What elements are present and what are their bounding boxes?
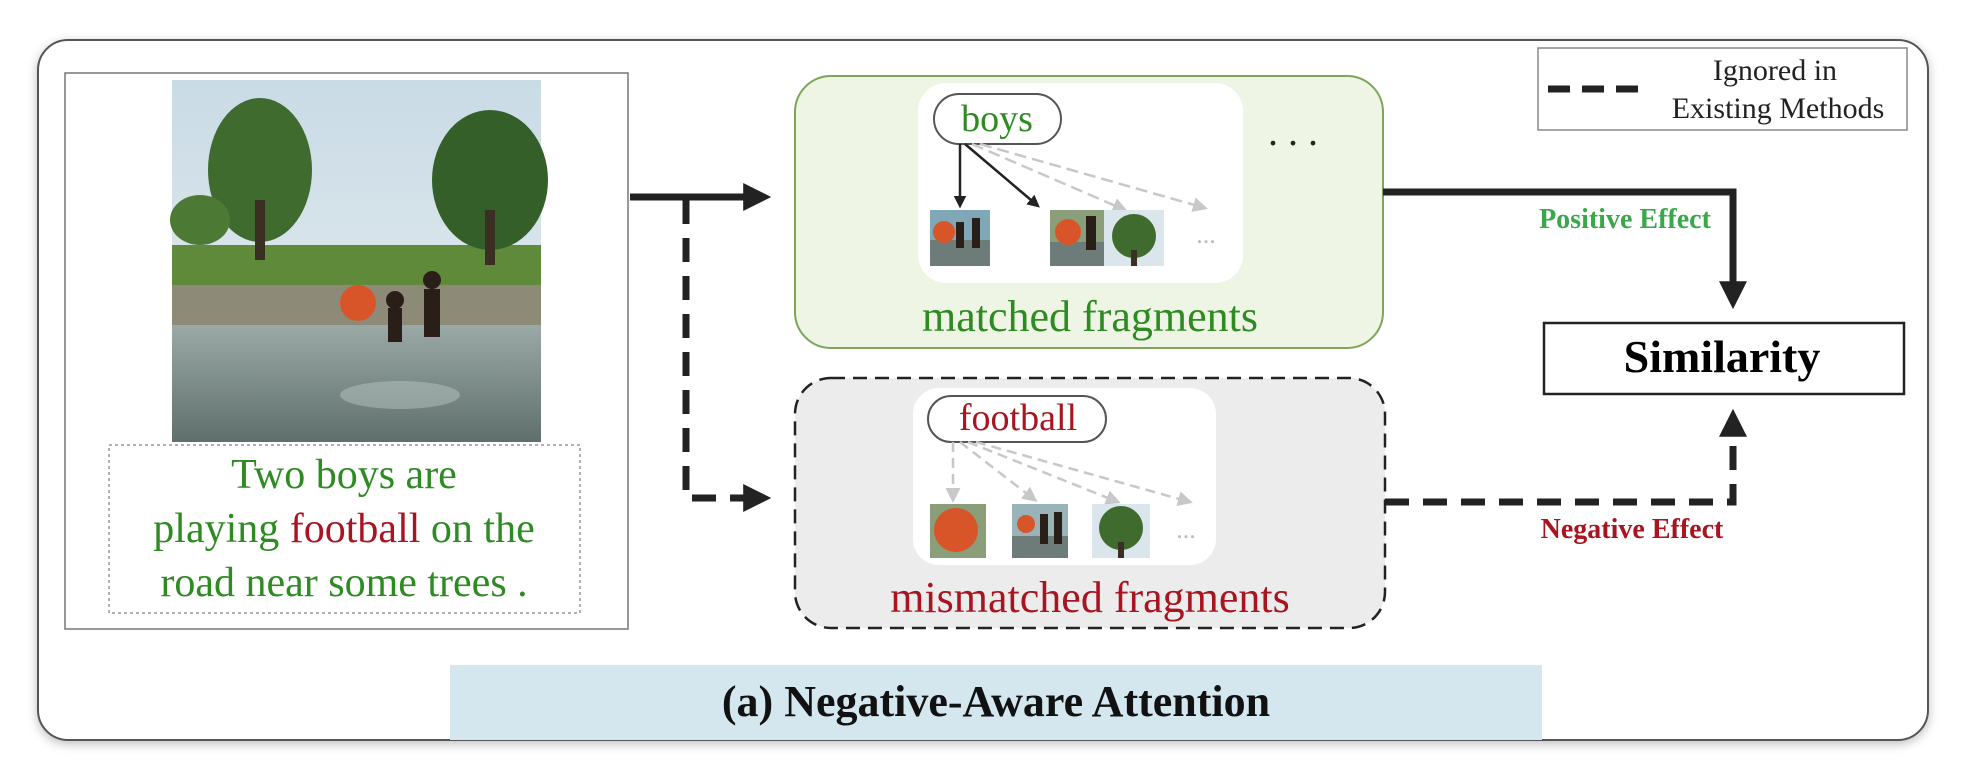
matched-thumb-ellipsis: ...: [1196, 220, 1216, 249]
matched-word-pill: [933, 93, 1062, 145]
mismatched-word: football: [959, 397, 1077, 439]
fragment-thumb-boys-3: [1012, 504, 1068, 558]
scene-photo: [170, 80, 548, 442]
matched-label: matched fragments: [922, 292, 1258, 341]
fragment-thumb-tree: [1104, 210, 1164, 266]
arrow-to-mismatched: [682, 200, 772, 512]
positive-effect-label: Positive Effect: [1539, 204, 1711, 235]
mismatched-thumb-ellipsis: ...: [1176, 515, 1196, 544]
sentence-line-2-prefix: playing: [153, 506, 289, 552]
positive-effect-arrow: [1383, 188, 1747, 310]
mismatch-arrow-faded-4: [975, 440, 1193, 506]
legend-line-1: Ignored in: [1713, 54, 1837, 87]
mismatch-arrow-faded-3: [967, 440, 1121, 505]
matched-word: boys: [961, 98, 1033, 140]
negative-effect-arrow: [1385, 408, 1747, 506]
attention-arrow-faded-2: [979, 142, 1208, 212]
sentence-line-3: road near some trees .: [160, 560, 527, 606]
sentence-line-2-suffix: on the: [420, 506, 534, 552]
sentence-highlight-word: football: [290, 506, 421, 552]
attention-arrow-faded-1: [971, 142, 1128, 213]
mismatched-label: mismatched fragments: [890, 573, 1290, 622]
fragment-thumb-ball: [930, 504, 986, 558]
mismatched-word-pill: [927, 395, 1107, 443]
negative-effect-label: Negative Effect: [1541, 514, 1724, 545]
similarity-box: [1542, 321, 1906, 396]
fragment-thumb-boys-2: [1050, 210, 1110, 266]
matched-ellipsis: . . .: [1268, 109, 1318, 154]
fragment-thumb-boys-1: [930, 210, 990, 266]
sentence-box: [108, 444, 581, 614]
sentence-line-2: playing football on the: [153, 506, 534, 552]
caption-bar: [450, 665, 1542, 740]
similarity-label: Similarity: [1624, 331, 1821, 382]
attention-arrow-strong-2: [964, 143, 1040, 208]
fragment-thumb-tree-2: [1092, 504, 1150, 558]
sentence-line-1: Two boys are: [231, 452, 457, 498]
legend-line-2: Existing Methods: [1672, 92, 1885, 125]
caption-text: (a) Negative-Aware Attention: [722, 677, 1270, 726]
